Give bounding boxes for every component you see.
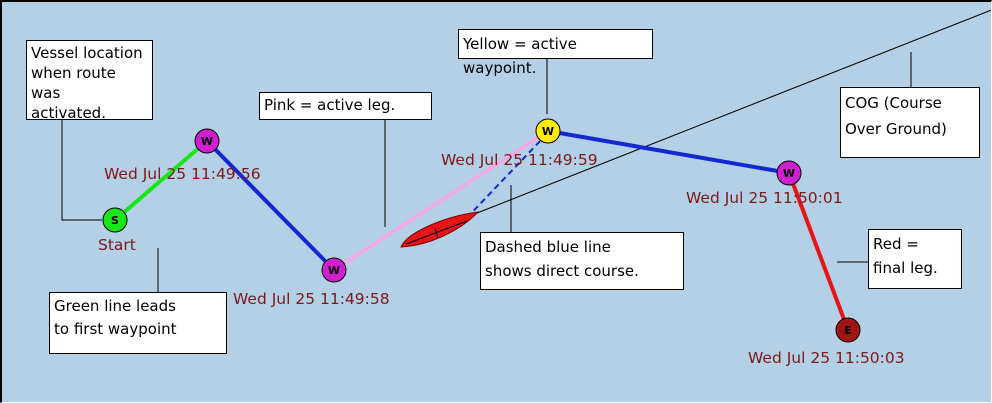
waypoint-end[interactable]: E — [835, 317, 861, 343]
waypoint-4[interactable]: W — [776, 160, 802, 186]
leg-w3-to-w4 — [547, 129, 790, 175]
label-waypoint-active: Wed Jul 25 11:49:59 — [441, 151, 598, 169]
label-waypoint-4: Wed Jul 25 11:50:01 — [686, 189, 843, 207]
waypoint-letter: E — [844, 324, 852, 337]
label-waypoint-end: Wed Jul 25 11:50:03 — [748, 349, 905, 367]
waypoint-active[interactable]: W — [535, 118, 561, 144]
callout-green-line: Green line leads to first waypoint — [49, 292, 227, 354]
leg-final-red — [787, 172, 850, 331]
waypoint-letter: W — [328, 264, 340, 277]
waypoint-2[interactable]: W — [321, 257, 347, 283]
direct-course-dashed — [459, 137, 544, 226]
waypoint-letter: W — [542, 125, 554, 138]
callout-dashed: Dashed blue line shows direct course. — [480, 232, 684, 290]
waypoint-start[interactable]: S — [102, 207, 128, 233]
callout-vessel-location: Vessel location when route was activated… — [26, 40, 153, 122]
callout-yellow: Yellow = active waypoint. — [458, 29, 653, 77]
label-waypoint-2: Wed Jul 25 11:49:58 — [233, 290, 390, 308]
leg-active-pink — [332, 129, 550, 272]
leader-vessel — [61, 120, 102, 221]
callout-pink: Pink = active leg. — [259, 92, 432, 120]
label-start: Start — [98, 236, 136, 254]
label-waypoint-1: Wed Jul 25 11:49:56 — [104, 165, 261, 183]
vessel-icon[interactable] — [400, 211, 480, 248]
waypoint-letter: W — [201, 135, 213, 148]
leg-start-to-w1 — [113, 139, 209, 222]
callout-cog: COG (Course Over Ground) — [840, 87, 980, 158]
waypoint-letter: W — [783, 167, 795, 180]
cog-line — [423, 9, 991, 235]
waypoint-1[interactable]: W — [194, 128, 220, 154]
callout-red: Red = final leg. — [868, 229, 962, 289]
waypoint-letter: S — [111, 214, 119, 227]
leg-w1-to-w2 — [205, 139, 336, 272]
